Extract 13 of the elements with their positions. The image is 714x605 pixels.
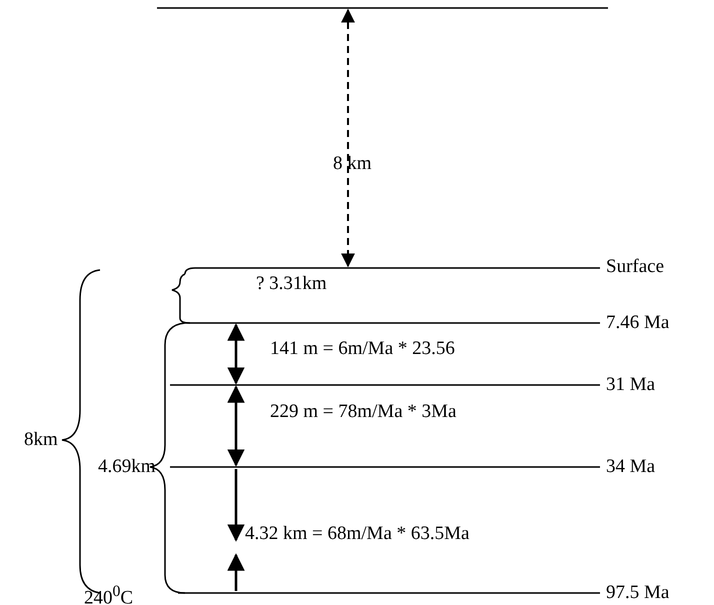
thickness-label: 8km [24,430,58,451]
calculation-label: 4.32 km = 68m/Ma * 63.5Ma [245,524,470,545]
calculation-label: 141 m = 6m/Ma * 23.56 [270,339,455,360]
age-label: 34 Ma [606,457,656,478]
depth-label: 8 km [333,154,372,175]
temperature-label: 240$^{0}$C [84,583,134,605]
age-label: 7.46 Ma [606,313,670,334]
age-label: 31 Ma [606,375,656,396]
horizon-name: Surface [606,257,664,278]
calculation-label: 229 m = 78m/Ma * 3Ma [270,402,456,423]
thickness-label: ? 3.31km [256,274,327,295]
age-label: 97.5 Ma [606,583,670,604]
thickness-label: 4.69km [98,457,156,478]
